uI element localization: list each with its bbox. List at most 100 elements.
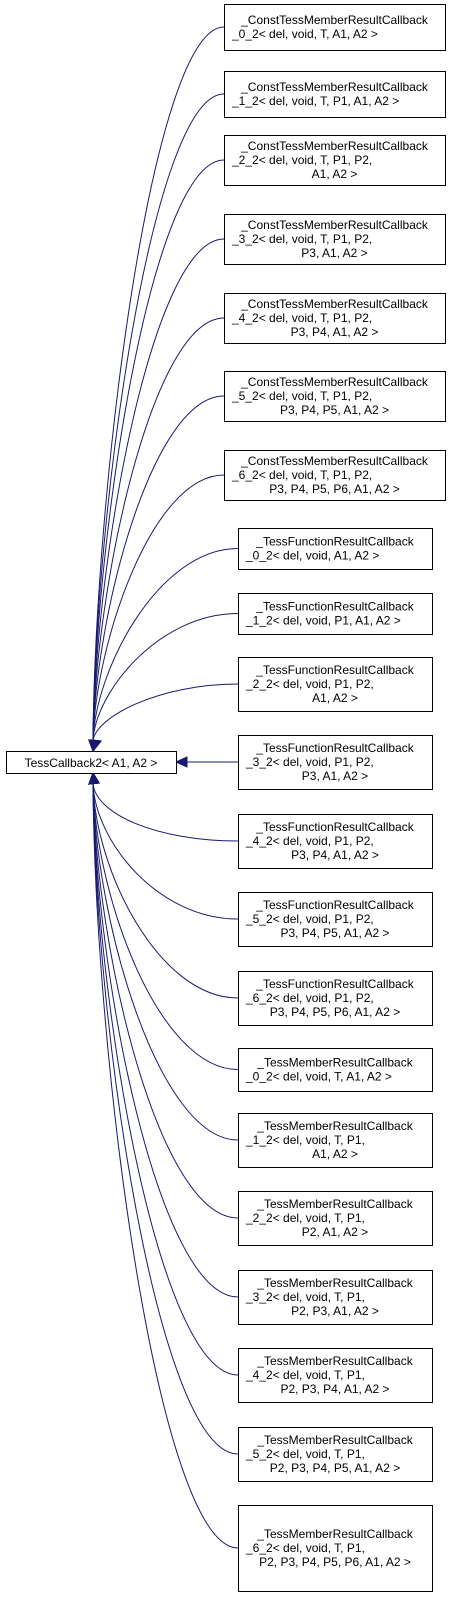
derived-class-node[interactable]: _TessFunctionResultCallback_4_2< del, vo… [238,814,433,869]
inheritance-edge [92,613,239,742]
derived-class-node[interactable]: _TessFunctionResultCallback_0_2< del, vo… [238,528,433,570]
derived-class-label-line: _ConstTessMemberResultCallback [240,13,429,27]
derived-class-label-line: _5_2< del, void, T, P1, P2, [231,389,372,403]
derived-class-node[interactable]: _ConstTessMemberResultCallback_1_2< del,… [224,71,446,118]
derived-class-label-line: _ConstTessMemberResultCallback [240,454,429,468]
derived-class-label-line: P3, A1, A2 > [302,769,368,783]
inheritance-edge [92,474,225,742]
derived-class-box [224,4,446,51]
derived-class-node[interactable]: _ConstTessMemberResultCallback_2_2< del,… [224,135,446,186]
inheritance-edge [92,548,239,742]
derived-class-node[interactable]: _ConstTessMemberResultCallback_5_2< del,… [224,371,446,422]
inheritance-edge [92,26,225,742]
derived-class-label-line: _4_2< del, void, T, P1, [245,1368,365,1382]
derived-class-node[interactable]: _TessMemberResultCallback_4_2< del, void… [238,1348,433,1403]
inheritance-edge [92,683,239,742]
derived-class-box [224,214,446,265]
derived-class-label-line: _ConstTessMemberResultCallback [240,218,429,232]
base-class-node[interactable]: TessCallback2< A1, A2 > [6,751,177,774]
derived-class-node[interactable]: _TessMemberResultCallback_1_2< del, void… [238,1113,433,1168]
derived-class-node[interactable]: _TessFunctionResultCallback_6_2< del, vo… [238,971,433,1026]
inheritance-edge [92,782,239,1070]
derived-class-label-line: _0_2< del, void, A1, A2 > [245,549,379,563]
derived-class-label-line: P2, P3, P4, P5, A1, A2 > [270,1461,400,1475]
derived-class-label-line: _TessMemberResultCallback [256,1056,413,1070]
derived-class-node[interactable]: _ConstTessMemberResultCallback_6_2< del,… [224,450,446,501]
derived-class-label-line: P3, P4, A1, A2 > [291,848,379,862]
derived-class-label-line: _ConstTessMemberResultCallback [240,139,429,153]
derived-class-label-line: _TessMemberResultCallback [256,1527,413,1541]
derived-class-label-line: _TessFunctionResultCallback [255,820,414,834]
derived-class-box [238,971,433,1026]
derived-class-box [238,735,433,790]
derived-class-box [238,657,433,712]
derived-class-box [224,371,446,422]
derived-class-label-line: _TessFunctionResultCallback [255,663,414,677]
derived-class-node[interactable]: _TessFunctionResultCallback_3_2< del, vo… [238,735,433,790]
derived-class-label-line: _4_2< del, void, P1, P2, [245,834,374,848]
derived-class-label-line: _TessMemberResultCallback [256,1119,413,1133]
derived-class-label-line: P2, P3, A1, A2 > [291,1304,379,1318]
derived-class-node[interactable]: _TessFunctionResultCallback_5_2< del, vo… [238,892,433,947]
derived-class-box [238,528,433,570]
base-class-box [6,751,177,774]
derived-class-node[interactable]: _TessMemberResultCallback_6_2< del, void… [238,1505,433,1592]
derived-class-label-line: P2, A1, A2 > [302,1225,368,1239]
inheritance-edge [92,782,239,1455]
derived-class-box [238,1048,433,1092]
derived-class-label-line: _ConstTessMemberResultCallback [240,297,429,311]
derived-class-label-line: _1_2< del, void, P1, A1, A2 > [245,614,401,628]
derived-class-label-line: _5_2< del, void, T, P1, [245,1447,365,1461]
derived-class-box [238,1191,433,1246]
derived-class-node[interactable]: _ConstTessMemberResultCallback_0_2< del,… [224,4,446,51]
derived-class-box [238,814,433,869]
derived-class-box [238,593,433,635]
derived-class-label-line: P3, P4, P5, A1, A2 > [280,403,389,417]
derived-class-node[interactable]: _TessMemberResultCallback_3_2< del, void… [238,1270,433,1325]
inheritance-edge [92,238,225,742]
derived-class-label-line: _2_2< del, void, T, P1, [245,1211,365,1225]
inheritance-edge [92,782,239,1549]
derived-class-label-line: _6_2< del, void, T, P1, [245,1541,365,1555]
derived-class-node[interactable]: _TessMemberResultCallback_2_2< del, void… [238,1191,433,1246]
derived-class-node[interactable]: _TessMemberResultCallback_5_2< del, void… [238,1427,433,1482]
derived-class-label-line: _5_2< del, void, P1, P2, [245,912,374,926]
derived-class-box [238,1270,433,1325]
inheritance-edge [92,782,239,1298]
derived-class-label-line: _1_2< del, void, T, P1, [245,1133,365,1147]
class-nodes: TessCallback2< A1, A2 > _ConstTessMemberR… [6,4,446,1592]
derived-class-label-line: _ConstTessMemberResultCallback [240,375,429,389]
derived-class-label-line: P2, P3, P4, P5, P6, A1, A2 > [259,1555,411,1569]
derived-class-box [224,71,446,118]
derived-class-label-line: P3, A1, A2 > [301,246,367,260]
inheritance-edge [92,782,239,920]
derived-class-label-line: _6_2< del, void, P1, P2, [245,991,374,1005]
derived-class-label-line: _TessFunctionResultCallback [255,600,414,614]
derived-class-label-line: P3, P4, A1, A2 > [291,325,379,339]
derived-class-label-line: A1, A2 > [312,691,358,705]
derived-class-label-line: A1, A2 > [312,1147,358,1161]
derived-class-label-line: _TessFunctionResultCallback [255,535,414,549]
inheritance-edge [92,93,225,742]
inheritance-edge [92,782,239,1141]
derived-class-label-line: P3, P4, P5, P6, A1, A2 > [269,482,399,496]
derived-class-label-line: _TessFunctionResultCallback [255,977,414,991]
derived-class-label-line: _2_2< del, void, T, P1, P2, [231,153,372,167]
derived-class-box [224,135,446,186]
derived-class-node[interactable]: _TessFunctionResultCallback_2_2< del, vo… [238,657,433,712]
derived-class-label-line: _TessMemberResultCallback [256,1197,413,1211]
derived-class-label-line: A1, A2 > [312,167,358,181]
derived-class-label-line: _0_2< del, void, T, A1, A2 > [231,27,378,41]
derived-class-node[interactable]: _TessFunctionResultCallback_1_2< del, vo… [238,593,433,635]
derived-class-box [238,1427,433,1482]
derived-class-label-line: _4_2< del, void, T, P1, P2, [231,311,372,325]
derived-class-node[interactable]: _TessMemberResultCallback_0_2< del, void… [238,1048,433,1092]
derived-class-node[interactable]: _ConstTessMemberResultCallback_3_2< del,… [224,214,446,265]
derived-class-node[interactable]: _ConstTessMemberResultCallback_4_2< del,… [224,293,446,344]
inheritance-edge [92,317,225,742]
derived-class-box [224,293,446,344]
derived-class-label-line: _TessFunctionResultCallback [255,741,414,755]
derived-class-box [238,1505,433,1592]
inheritance-edges [88,26,239,1549]
